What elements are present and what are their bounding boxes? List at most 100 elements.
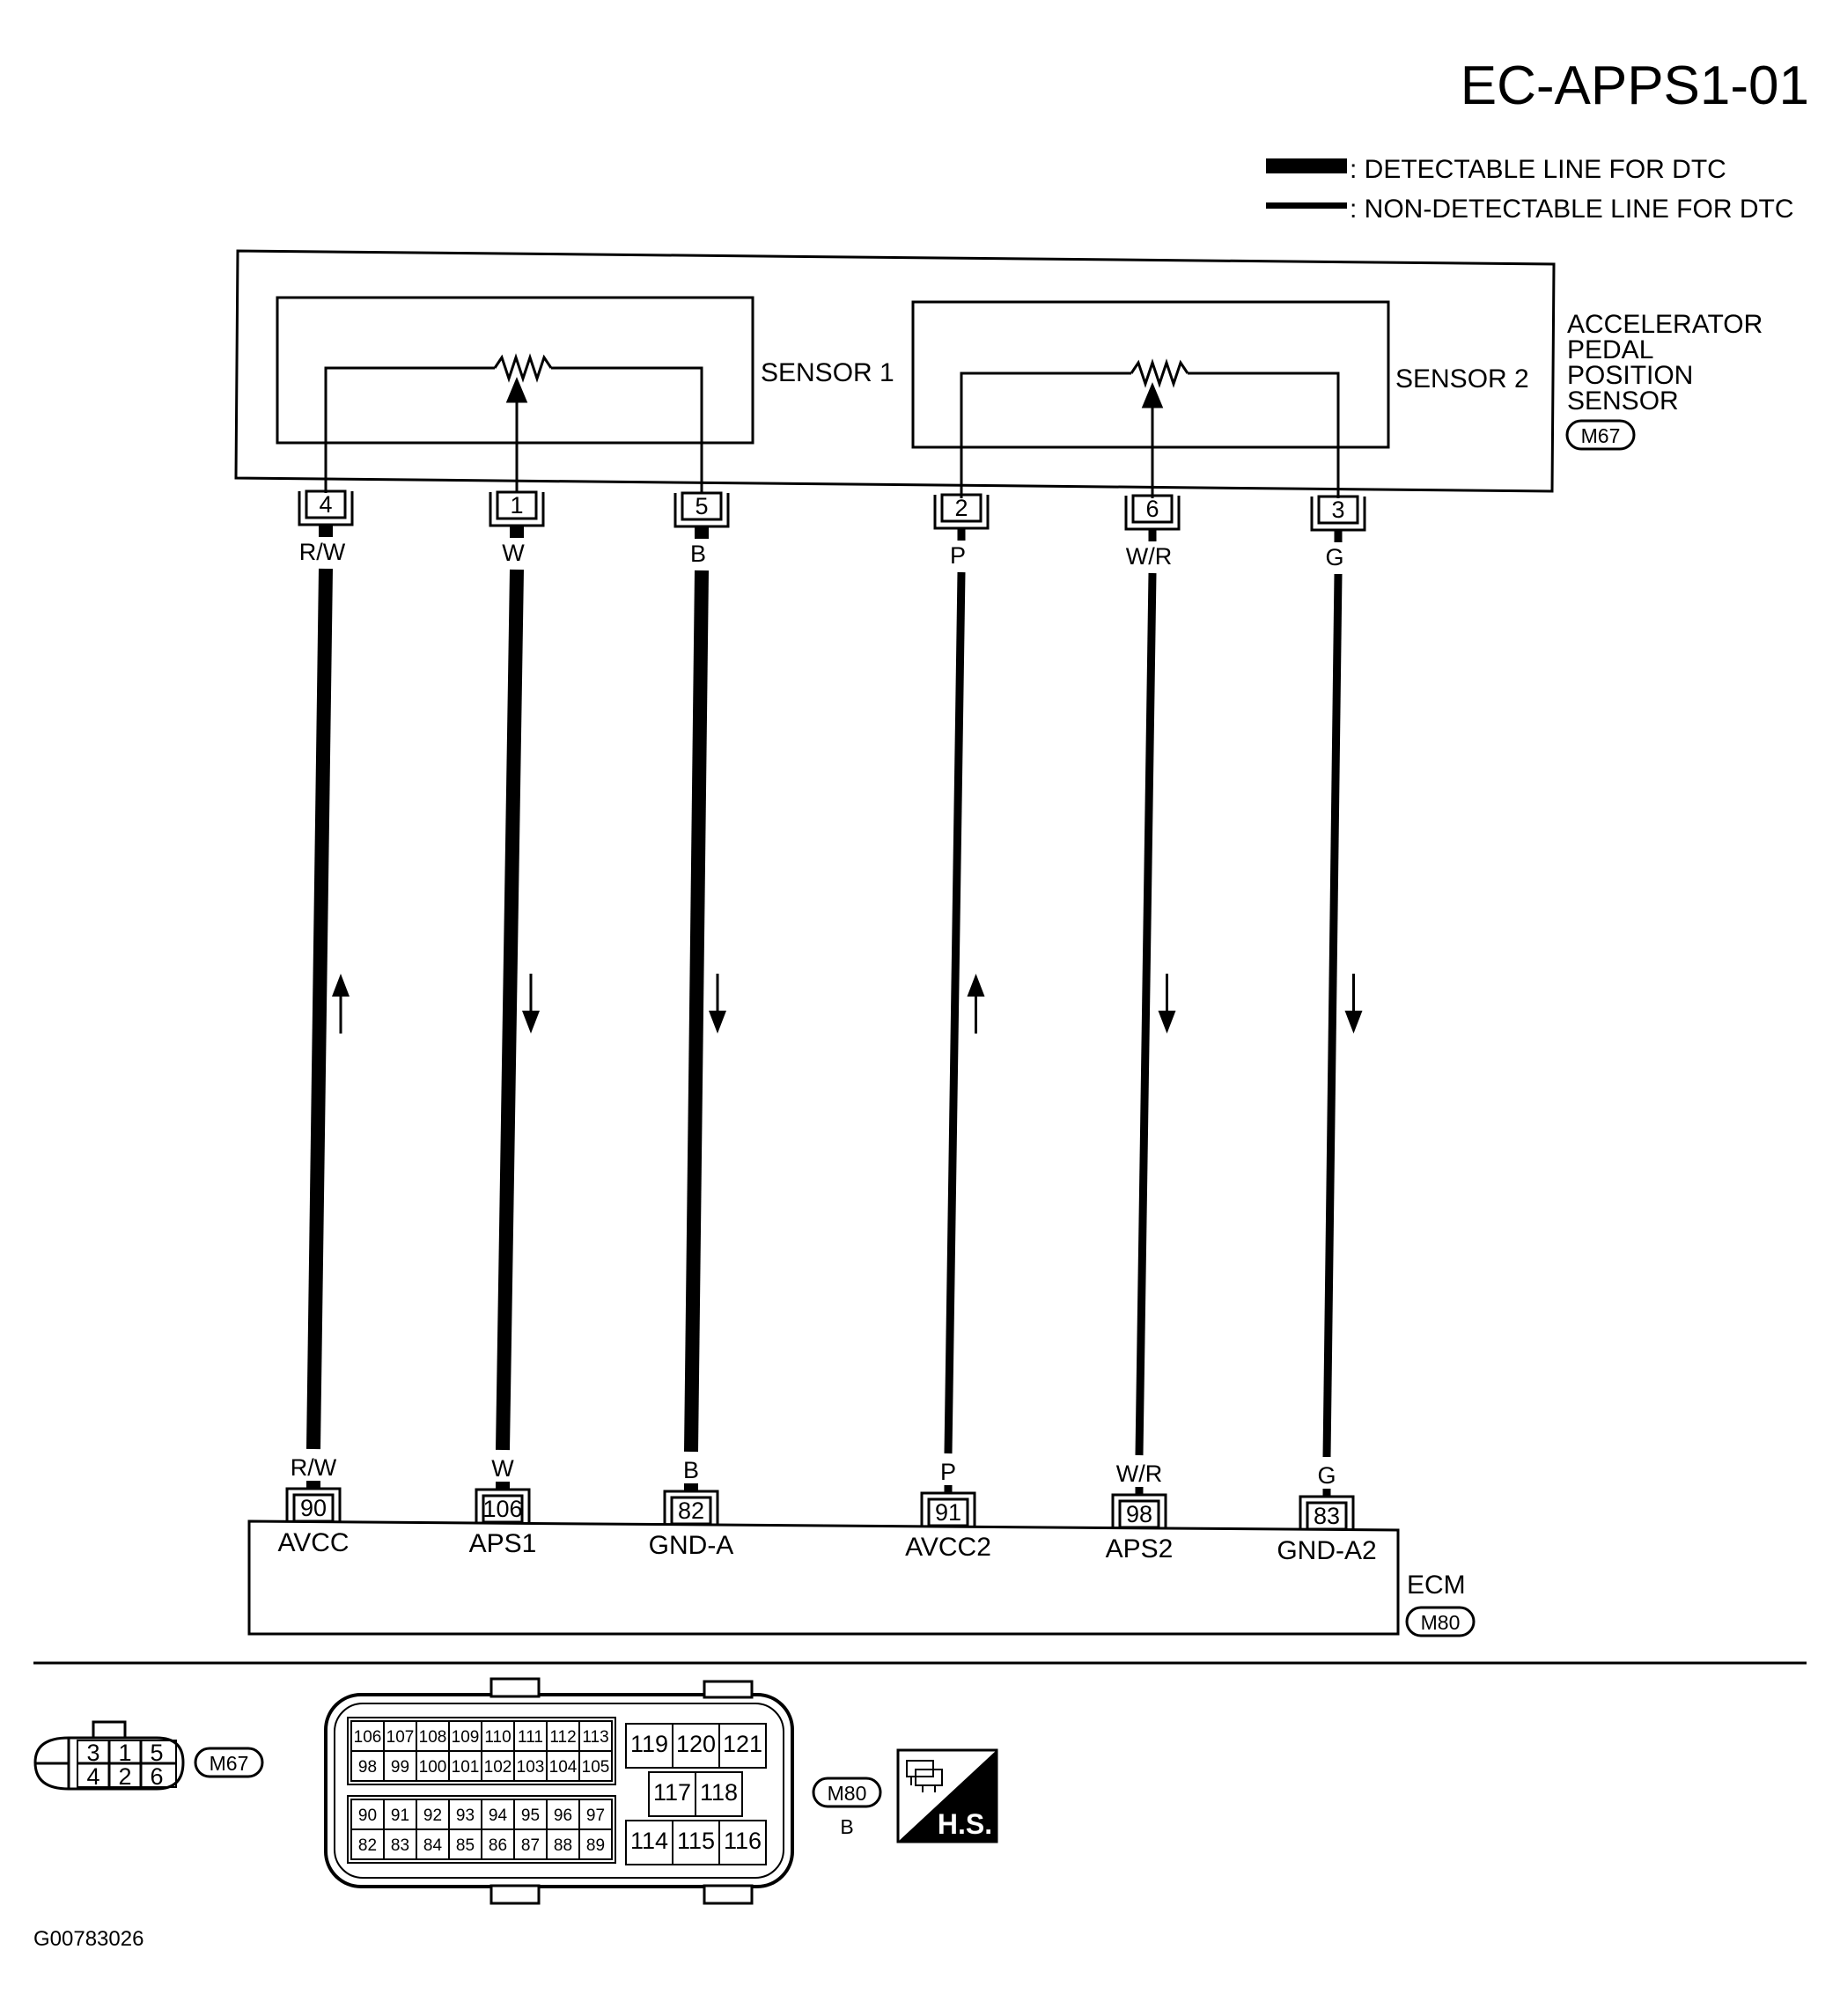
svg-text:M80: M80 (828, 1782, 867, 1805)
ecm-box (247, 1519, 1400, 1636)
ecm-terminal (1111, 1493, 1167, 1529)
m80-pin-cell (695, 1771, 743, 1817)
sensor-name-line-4: SENSOR (1567, 386, 1679, 416)
m80-pin: 115 (677, 1828, 715, 1854)
potentiometer-1-symbol (324, 353, 703, 493)
m67-pin: 5 (150, 1740, 163, 1766)
m80-pin: 95 (521, 1806, 540, 1825)
connector-badge-m80: M80 (1405, 1606, 1476, 1637)
wire-color-bottom: R/W (291, 1454, 337, 1481)
figure-id: G00783026 (33, 1927, 144, 1951)
svg-text:M67: M67 (210, 1752, 249, 1775)
m80-pin: 120 (676, 1731, 716, 1757)
wire-color-bottom: W (491, 1455, 514, 1482)
m80-pin: 101 (452, 1758, 480, 1777)
m80-pin: 114 (630, 1828, 668, 1854)
diagram-code: EC-APPS1-01 (1461, 55, 1809, 116)
m67-connector-face: 3 1 5 4 2 6 (33, 1720, 185, 1791)
ecm-pin-number: 91 (935, 1499, 961, 1526)
hs-badge: H.S. (896, 1748, 998, 1843)
m80-pin: 90 (358, 1806, 377, 1825)
ecm-signal-name: GND-A (649, 1531, 734, 1560)
sensor2-label: SENSOR 2 (1395, 364, 1529, 394)
m80-pin-cell (578, 1750, 613, 1782)
potentiometer-2-symbol (960, 358, 1340, 498)
connector-badge-m67: M67 (1565, 419, 1636, 451)
m80-pin: 84 (423, 1836, 443, 1855)
ecm-signal-name: AVCC (277, 1528, 349, 1557)
m80-pin-cell (718, 1820, 767, 1865)
arrow-down-icon (1344, 974, 1363, 1034)
wire-color-top: P (950, 542, 966, 569)
svg-text:M67: M67 (1581, 424, 1621, 447)
wire-color-bottom: B (683, 1457, 699, 1483)
m80-pin: 87 (521, 1836, 540, 1855)
arrow-down-icon (709, 974, 726, 1034)
connector-icon (906, 1760, 943, 1792)
m80-pin: 117 (653, 1779, 691, 1806)
m80-pin: 107 (386, 1728, 415, 1747)
wire-line (684, 570, 709, 1453)
ecm-signal-name: GND-A2 (1277, 1536, 1376, 1565)
sensor-pin-number: 5 (695, 493, 708, 519)
wire-color-bottom: W/R (1116, 1460, 1162, 1487)
ecm-pin-number: 98 (1126, 1501, 1152, 1527)
m80-pin: 121 (723, 1731, 762, 1757)
legend-non-detectable: : NON-DETECTABLE LINE FOR DTC (1350, 195, 1794, 224)
sensor-name-line-2: PEDAL (1567, 335, 1653, 364)
m80-pin: 116 (724, 1828, 762, 1854)
ecm-pin-number: 83 (1314, 1503, 1340, 1529)
m80-pin-cell (578, 1828, 613, 1860)
m80-pin: 82 (358, 1836, 377, 1855)
sensor-assembly-name: ACCELERATOR PEDAL POSITION SENSOR (1567, 310, 1763, 416)
wire-line (1322, 573, 1343, 1458)
legend-thin-line (1266, 202, 1347, 209)
wire-line (306, 568, 333, 1450)
m80-pin: 106 (354, 1728, 382, 1747)
m80-pin: 112 (549, 1728, 576, 1747)
sensor-pin-number: 4 (319, 491, 332, 518)
m80-pin: 99 (391, 1758, 409, 1777)
wires: 4R/WR/W90AVCC1WW106APS15BB82GND-A2PP91AV… (277, 489, 1377, 1565)
sensor2-box (911, 300, 1390, 449)
ecm-terminal (920, 1491, 976, 1527)
legend-thick-line (1266, 158, 1347, 173)
sensor-pin-number: 1 (510, 492, 523, 519)
m80-pin: 89 (586, 1836, 605, 1855)
ecm-terminal (475, 1488, 531, 1524)
ecm-terminal (1299, 1495, 1355, 1531)
ecm-signal-name: AVCC2 (905, 1533, 991, 1562)
m80-pin: 102 (484, 1758, 512, 1777)
m80-pin: 92 (423, 1806, 442, 1825)
sensor-pin-number: 3 (1331, 497, 1344, 523)
wire-line (496, 569, 524, 1451)
sensor-assembly-box (234, 249, 1556, 493)
m80-pin: 118 (700, 1779, 738, 1806)
m67-pin: 2 (118, 1763, 131, 1790)
m80-pin: 96 (554, 1806, 572, 1825)
m67-face-badge: M67 (194, 1747, 264, 1778)
legend: : DETECTABLE LINE FOR DTC : NON-DETECTAB… (1266, 155, 1794, 224)
m80-pin: 109 (452, 1728, 480, 1747)
sensor-pin-number: 6 (1145, 496, 1159, 522)
wire-color-top: R/W (299, 539, 346, 565)
m80-pin: 108 (419, 1728, 447, 1747)
wire-color-top: W (502, 540, 525, 566)
svg-text:M80: M80 (1421, 1611, 1461, 1634)
wire-color-top: G (1325, 544, 1343, 570)
wire-color-bottom: G (1317, 1462, 1336, 1489)
ecm-pin-number: 90 (300, 1495, 327, 1521)
m80-pin: 113 (582, 1728, 608, 1747)
m80-pin: 85 (456, 1836, 475, 1855)
arrow-down-icon (1158, 974, 1176, 1034)
m80-color-code: B (840, 1815, 853, 1838)
m80-pin: 97 (586, 1806, 605, 1825)
sensor1-label: SENSOR 1 (761, 358, 894, 387)
ecm-pin-number: 106 (482, 1496, 522, 1522)
